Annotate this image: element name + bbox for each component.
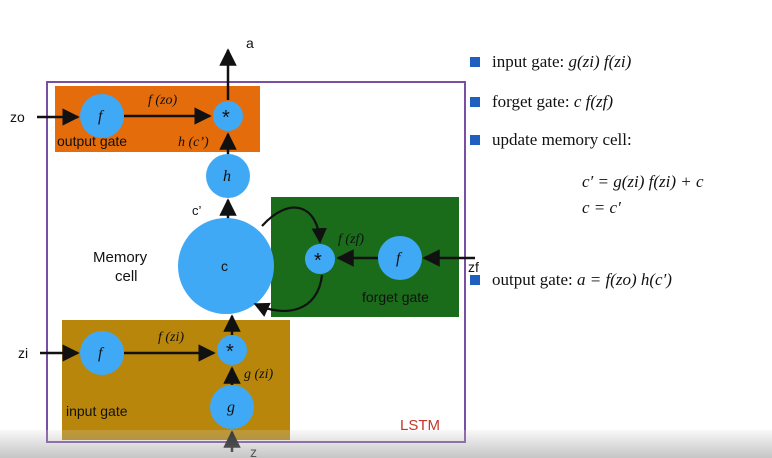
forget-mult-text: * (314, 250, 322, 272)
memory-cell-label-line1: Memory (93, 249, 148, 266)
forget-fzf-label: f (zf) (338, 232, 364, 247)
forget-mult-node (305, 244, 335, 274)
update-eq-2: c = c′ (582, 198, 621, 217)
note-output-gate: output gate: a = f(zo) h(c′) (470, 270, 672, 290)
memory-cell-label-line2: cell (115, 268, 138, 285)
output-hc-label: h (c’) (178, 135, 209, 150)
forget-mult-to-c-curve (253, 274, 324, 317)
note-forget-gate-prefix: forget gate: (492, 92, 570, 111)
note-input-gate: input gate: g(zi) f(zi) (470, 52, 631, 72)
input-mult-node (217, 335, 247, 365)
memory-cell-symbol: c (221, 258, 228, 274)
input-f-text: f (98, 345, 105, 362)
input-g-text: g (227, 399, 235, 416)
bullet-square-icon (470, 275, 480, 285)
output-f-text: f (98, 108, 105, 125)
h-node (206, 154, 250, 198)
video-bottom-shade (0, 430, 772, 458)
note-update-prefix: update memory cell: (492, 130, 632, 149)
bullet-square-icon (470, 135, 480, 145)
input-gzi-label: g (zi) (244, 367, 274, 382)
update-eq-1: c′ = g(zi) f(zi) + c (582, 172, 704, 191)
note-update-memory: update memory cell: (470, 130, 632, 150)
input-fzi-label: f (zi) (158, 330, 184, 345)
input-g-node (210, 385, 254, 429)
output-a-label: a (246, 35, 254, 51)
output-mult-node (213, 101, 243, 131)
forget-gate-label: forget gate (362, 289, 429, 305)
note-forget-gate: forget gate: c f(zf) (470, 92, 613, 112)
h-node-text: h (223, 168, 231, 185)
output-f-node (80, 94, 124, 138)
bullet-square-icon (470, 57, 480, 67)
forget-f-text: f (396, 250, 403, 267)
c-prime-label: c’ (192, 203, 202, 218)
note-output-gate-formula: a = f(zo) h(c′) (576, 270, 672, 289)
output-gate-label: output gate (57, 133, 127, 149)
lstm-label: LSTM (400, 417, 440, 434)
output-mult-text: * (222, 107, 230, 129)
input-gate-label: input gate (66, 403, 128, 419)
note-input-gate-prefix: input gate: (492, 52, 565, 71)
input-mult-text: * (226, 341, 234, 363)
memory-cell-node (178, 218, 274, 314)
output-fzo-label: f (zo) (148, 93, 178, 108)
zo-label: zo (10, 109, 25, 125)
input-f-node (80, 331, 124, 375)
zf-label: zf (468, 259, 479, 275)
zi-label: zi (18, 345, 28, 361)
note-output-gate-prefix: output gate: (492, 270, 573, 289)
c-to-forget-mult-curve (261, 206, 327, 244)
bullet-square-icon (470, 97, 480, 107)
forget-f-node (378, 236, 422, 280)
note-forget-gate-formula: c f(zf) (573, 92, 614, 111)
note-input-gate-formula: g(zi) f(zi) (568, 52, 632, 71)
